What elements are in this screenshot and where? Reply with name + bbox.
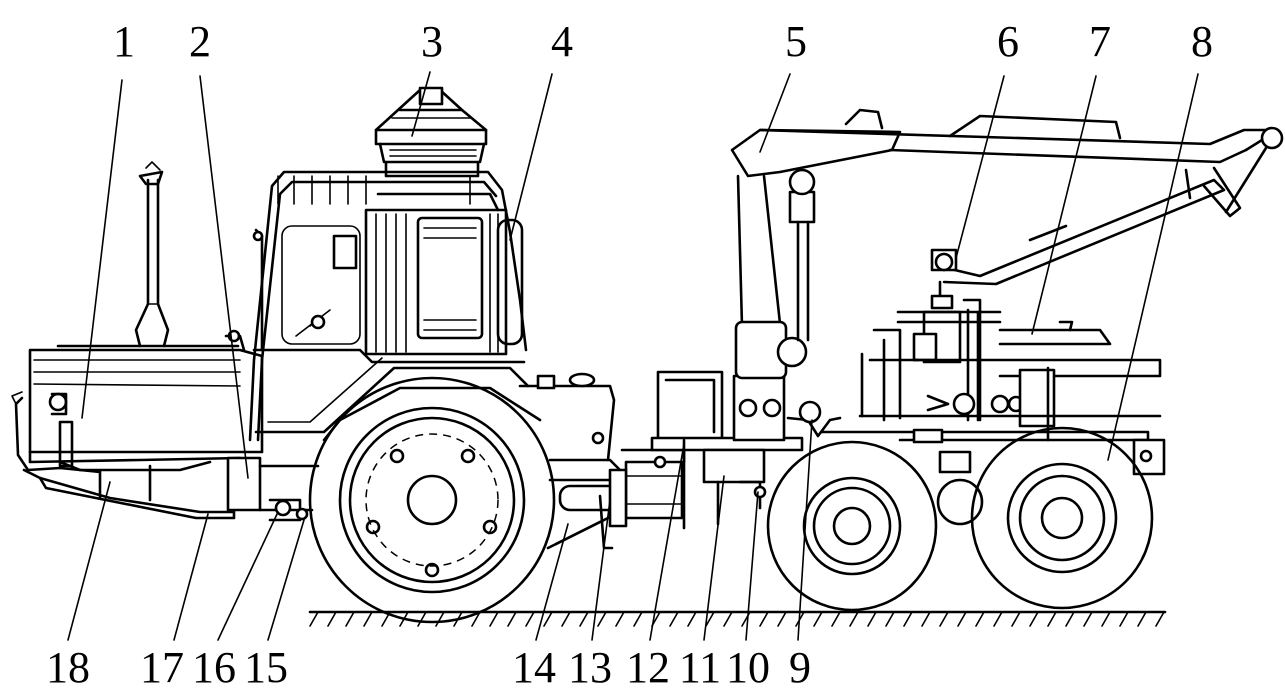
ground-line [308,610,1167,627]
label-6: 6 [997,17,1019,66]
engine-hood [28,344,264,472]
label-13: 13 [568,643,612,690]
part-labels-top: 1 2 3 4 5 6 7 8 [113,17,1213,66]
grapple-arm [930,178,1226,310]
label-8: 8 [1191,17,1213,66]
crane-boom [730,108,1284,380]
label-5: 5 [785,17,807,66]
winch-assembly [858,298,1162,442]
cab-guard [364,192,524,356]
label-14: 14 [512,643,556,690]
label-11: 11 [679,643,721,690]
label-10: 10 [726,643,770,690]
label-9: 9 [789,643,811,690]
part-labels-bottom: 18 17 16 15 14 13 12 11 10 9 [46,643,811,690]
label-7: 7 [1089,17,1111,66]
label-12: 12 [626,643,670,690]
label-2: 2 [189,17,211,66]
rear-wheel-rear [970,426,1154,610]
exhaust-stack [134,161,170,348]
leader-lines [67,71,1199,641]
front-blade [11,391,236,520]
label-15: 15 [244,643,288,690]
cab [224,170,530,442]
front-frame [98,456,320,522]
label-4: 4 [551,17,573,66]
rear-wheel-front [766,440,938,612]
label-16: 16 [192,643,236,690]
label-17: 17 [140,643,184,690]
front-wheel [308,376,556,624]
crane-base [650,370,804,530]
label-1: 1 [113,17,135,66]
rear-frame [786,400,1166,526]
label-18: 18 [46,643,90,690]
roof-winch [374,86,488,178]
drivetrain [518,372,686,550]
label-3: 3 [421,17,443,66]
